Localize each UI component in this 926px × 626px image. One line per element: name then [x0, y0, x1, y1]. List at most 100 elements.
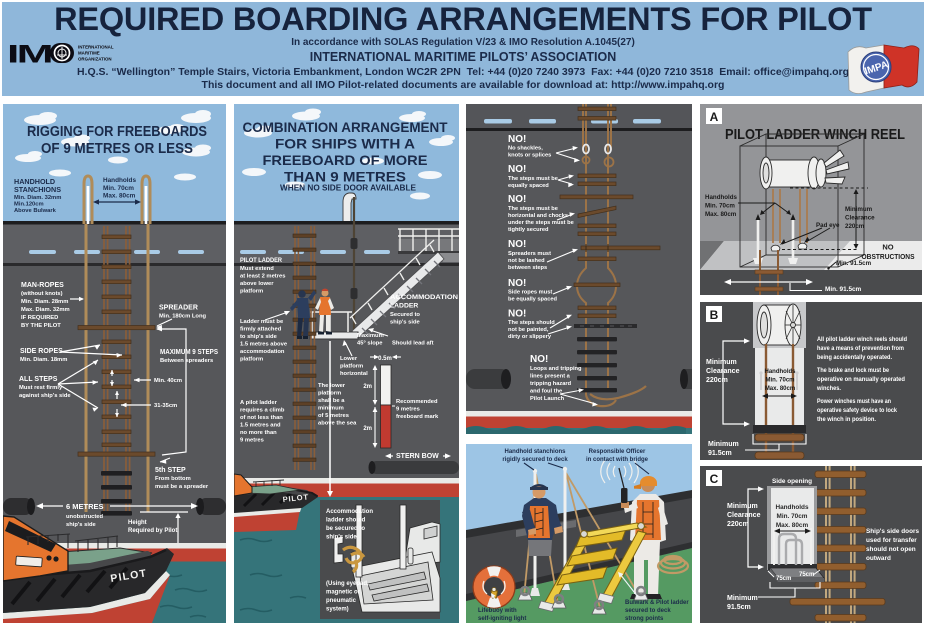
svg-text:220cm: 220cm	[845, 223, 865, 230]
svg-text:The steps must be: The steps must be	[508, 176, 558, 182]
svg-text:system): system)	[326, 607, 349, 613]
svg-text:operative safety device to loc: operative safety device to lock	[817, 407, 897, 414]
svg-text:unobstructed: unobstructed	[66, 514, 103, 520]
svg-text:minimum: minimum	[318, 406, 344, 412]
svg-text:91.5cm: 91.5cm	[727, 604, 751, 611]
svg-text:91.5cm: 91.5cm	[708, 450, 732, 457]
svg-text:PILOT: PILOT	[282, 492, 309, 504]
svg-text:OBSTRUCTIONS: OBSTRUCTIONS	[862, 252, 915, 261]
svg-text:under the steps must be: under the steps must be	[508, 220, 574, 226]
svg-text:Bulwark & Pilot ladder: Bulwark & Pilot ladder	[625, 600, 689, 606]
svg-text:should not open: should not open	[866, 546, 916, 553]
svg-text:MAXIMUM 9 STEPS: MAXIMUM 9 STEPS	[160, 349, 218, 356]
svg-text:lines present a: lines present a	[530, 374, 571, 380]
svg-text:Minimum: Minimum	[727, 503, 758, 510]
svg-text:Min. Diam. 32mm: Min. Diam. 32mm	[14, 195, 61, 201]
svg-text:Side ropes must: Side ropes must	[508, 290, 552, 296]
svg-text:OF 9 METRES OR LESS: OF 9 METRES OR LESS	[41, 141, 193, 157]
svg-text:Min. Diam. 28mm: Min. Diam. 28mm	[21, 299, 68, 305]
svg-text:Min.120cm: Min.120cm	[14, 202, 44, 208]
svg-text:have a means of prevention fro: have a means of prevention from	[817, 345, 904, 352]
svg-text:Loops and tripping: Loops and tripping	[530, 366, 582, 372]
svg-text:strong points: strong points	[625, 616, 664, 622]
svg-text:Must rest firmly: Must rest firmly	[19, 385, 63, 391]
svg-text:220cm: 220cm	[706, 377, 728, 384]
svg-text:C: C	[710, 472, 719, 486]
svg-text:STANCHIONS: STANCHIONS	[14, 185, 61, 194]
svg-text:accommodation: accommodation	[240, 349, 285, 355]
svg-text:Recommended: Recommended	[396, 399, 438, 405]
svg-text:Min. 70cm: Min. 70cm	[777, 513, 808, 520]
svg-text:B: B	[710, 308, 719, 322]
svg-text:Min. 70cm: Min. 70cm	[705, 203, 735, 210]
svg-text:220cm: 220cm	[727, 521, 749, 528]
svg-text:COMBINATION ARRANGEMENT: COMBINATION ARRANGEMENT	[243, 119, 448, 135]
svg-text:The steps should: The steps should	[508, 320, 555, 326]
svg-text:The steps must be: The steps must be	[508, 206, 558, 212]
svg-text:SIDE ROPES: SIDE ROPES	[20, 348, 63, 355]
svg-text:75cm: 75cm	[799, 572, 814, 578]
svg-text:Max. 80cm: Max. 80cm	[103, 193, 136, 200]
svg-text:rigidly secured to deck: rigidly secured to deck	[502, 457, 568, 463]
svg-text:Handholds: Handholds	[765, 369, 797, 375]
svg-text:freeboard mark: freeboard mark	[396, 414, 439, 420]
svg-text:Above Bulwark: Above Bulwark	[14, 208, 57, 214]
svg-text:not be lashed: not be lashed	[508, 258, 545, 264]
svg-text:THAN 9 METRES: THAN 9 METRES	[284, 169, 406, 185]
svg-text:NO!: NO!	[530, 354, 548, 365]
svg-text:requires a climb: requires a climb	[240, 408, 285, 414]
svg-text:Power winches must have an: Power winches must have an	[817, 398, 891, 405]
svg-text:NO!: NO!	[508, 239, 526, 250]
svg-text:being accidentally operated.: being accidentally operated.	[817, 354, 892, 361]
svg-text:5th STEP: 5th STEP	[155, 467, 186, 474]
svg-text:Clearance: Clearance	[706, 368, 740, 375]
svg-text:INTERNATIONAL: INTERNATIONAL	[78, 45, 114, 50]
svg-text:platform: platform	[240, 289, 263, 295]
svg-text:ALL STEPS: ALL STEPS	[19, 376, 58, 383]
svg-text:secured to deck: secured to deck	[625, 608, 671, 614]
svg-text:The brake and lock must be: The brake and lock must be	[817, 367, 889, 374]
svg-text:Ladder must be: Ladder must be	[240, 319, 284, 325]
svg-text:6 METRES: 6 METRES	[66, 502, 104, 511]
svg-text:ORGANIZATION: ORGANIZATION	[78, 57, 112, 62]
svg-text:Side opening: Side opening	[772, 478, 812, 485]
svg-text:No shackles,: No shackles,	[508, 146, 543, 152]
svg-text:Min. Diam. 18mm: Min. Diam. 18mm	[20, 357, 67, 363]
svg-text:MAN-ROPES: MAN-ROPES	[21, 282, 64, 289]
svg-text:ladder should: ladder should	[326, 518, 366, 524]
svg-text:Clearance: Clearance	[845, 215, 875, 222]
svg-text:Min. 91.5cm: Min. 91.5cm	[825, 286, 862, 293]
svg-text:in contact with bridge: in contact with bridge	[586, 457, 649, 463]
svg-text:NO!: NO!	[508, 164, 526, 175]
svg-text:Max. Diam. 32mm: Max. Diam. 32mm	[21, 307, 70, 313]
svg-text:pneumatic: pneumatic	[326, 598, 357, 604]
svg-text:ACCOMMODATION: ACCOMMODATION	[390, 294, 458, 301]
svg-text:Must extend: Must extend	[240, 266, 274, 272]
svg-text:firmly attached: firmly attached	[240, 327, 282, 333]
svg-text:A pilot ladder: A pilot ladder	[240, 400, 278, 406]
svg-text:knots or splices: knots or splices	[508, 153, 551, 159]
svg-text:31-35cm: 31-35cm	[154, 403, 177, 409]
svg-text:be secured to: be secured to	[326, 526, 365, 532]
svg-text:2m: 2m	[363, 384, 372, 390]
svg-text:(Using eyepad,: (Using eyepad,	[326, 581, 369, 587]
svg-text:Required by Pilot: Required by Pilot	[128, 528, 177, 534]
svg-text:0.5m: 0.5m	[378, 356, 392, 362]
svg-text:All pilot ladder winch reels s: All pilot ladder winch reels should	[817, 336, 907, 343]
svg-text:BY THE PILOT: BY THE PILOT	[21, 323, 61, 329]
svg-text:NO!: NO!	[508, 309, 526, 320]
svg-text:Min. 91.5cm: Min. 91.5cm	[836, 260, 872, 267]
svg-text:Handholds: Handholds	[775, 504, 808, 511]
svg-text:LADDER: LADDER	[390, 303, 418, 310]
svg-text:HANDHOLD: HANDHOLD	[14, 177, 55, 186]
svg-text:MARITIME: MARITIME	[78, 51, 100, 56]
svg-text:45° slope: 45° slope	[357, 341, 383, 347]
svg-text:Handholds: Handholds	[705, 194, 738, 201]
svg-text:PILOT: PILOT	[110, 567, 148, 585]
svg-text:PILOT LADDER WINCH REEL: PILOT LADDER WINCH REEL	[725, 126, 905, 143]
svg-text:Handholds: Handholds	[103, 177, 136, 184]
svg-text:Min. 40cm: Min. 40cm	[154, 378, 182, 384]
svg-text:be equally spaced: be equally spaced	[508, 297, 558, 303]
svg-text:9 metres: 9 metres	[396, 407, 420, 413]
svg-text:Minimum: Minimum	[708, 441, 739, 448]
